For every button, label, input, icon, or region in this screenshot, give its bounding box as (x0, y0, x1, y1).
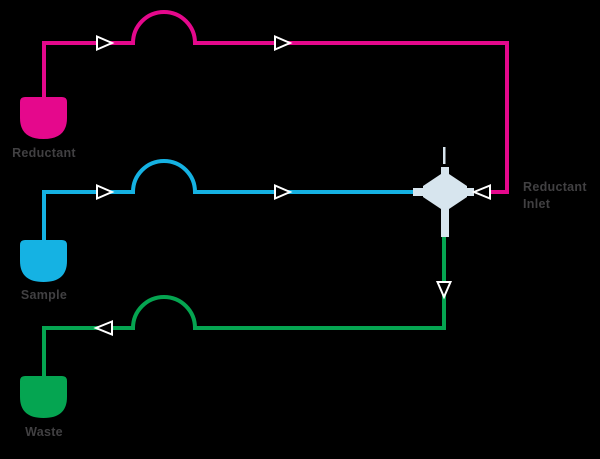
waste-arrow-left-icon (93, 320, 113, 336)
reductant-label: Reductant (12, 146, 76, 160)
sample-flow-line (42, 159, 416, 242)
reductant-inlet-label: Reductant Inlet (523, 180, 587, 211)
reductant-flow-line (42, 10, 509, 194)
reductant-inlet-arrow-left-icon (471, 184, 491, 200)
cross-junction (413, 147, 474, 237)
junction-bottom-stub (441, 207, 449, 237)
junction-top-stub (441, 167, 449, 179)
junction-right-stub (465, 188, 474, 196)
junction-left-stub (413, 188, 425, 196)
sample-arrow-right-icon-2 (274, 183, 293, 201)
waste-reservoir (20, 376, 67, 418)
waste-label: Waste (25, 425, 63, 439)
sample-arrow-right-icon-1 (96, 183, 115, 201)
waste-flow-line (42, 234, 446, 378)
junction-body (423, 174, 467, 209)
junction-needle-port (443, 147, 446, 164)
reductant-reservoir (20, 97, 67, 139)
waste-arrow-down-icon (435, 281, 453, 300)
reductant-arrow-right-icon-2 (274, 34, 293, 52)
sample-reservoir (20, 240, 67, 282)
reductant-arrow-right-icon-1 (96, 34, 115, 52)
sample-label: Sample (20, 288, 68, 302)
